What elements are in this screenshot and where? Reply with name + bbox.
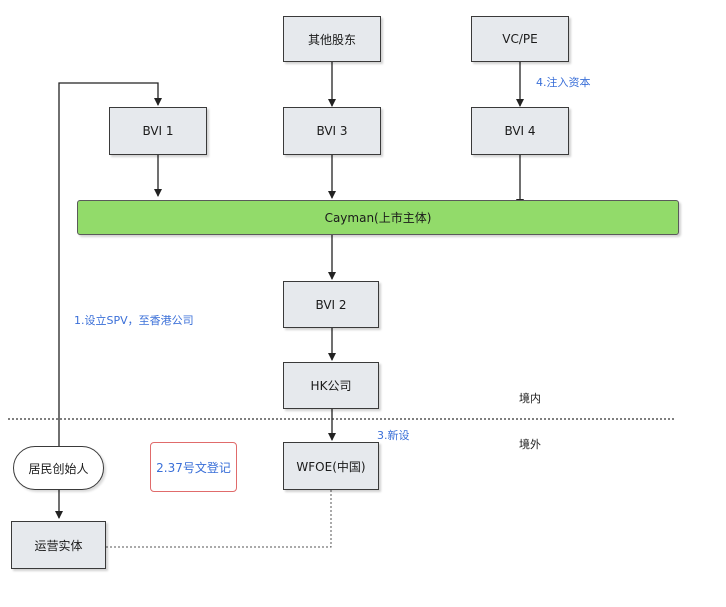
registration-note-box: 2.37号文登记 xyxy=(150,442,237,492)
node-other-shareholders: 其他股东 xyxy=(283,16,381,62)
step1-annotation: 1.设立SPV，至香港公司 xyxy=(74,314,194,327)
node-cayman: Cayman(上市主体) xyxy=(77,200,679,235)
node-label: 运营实体 xyxy=(34,538,83,553)
region-domestic-label: 境内 xyxy=(519,392,541,405)
node-label: 其他股东 xyxy=(307,32,356,47)
region-overseas-label: 境外 xyxy=(519,438,541,451)
node-hk-company: HK公司 xyxy=(283,362,379,409)
node-label: BVI 4 xyxy=(504,124,536,138)
node-label: WFOE(中国) xyxy=(296,459,366,474)
node-vc-pe: VC/PE xyxy=(471,16,569,62)
node-label: HK公司 xyxy=(310,379,352,393)
node-label: BVI 1 xyxy=(142,124,174,138)
founder-to-bvi1-arrow xyxy=(58,82,162,446)
node-wfoe: WFOE(中国) xyxy=(283,442,379,490)
node-founder: 居民创始人 xyxy=(13,446,104,490)
node-operating-entity: 运营实体 xyxy=(11,521,106,569)
node-label: VC/PE xyxy=(502,32,538,46)
registration-label: 2.37号文登记 xyxy=(156,460,231,475)
node-bvi3: BVI 3 xyxy=(283,107,381,155)
step3-annotation: 3.新设 xyxy=(377,429,410,442)
step4-annotation: 4.注入资本 xyxy=(536,76,591,89)
node-bvi2: BVI 2 xyxy=(283,281,379,328)
node-label: BVI 2 xyxy=(315,297,347,312)
node-label: 居民创始人 xyxy=(28,461,89,476)
node-bvi1: BVI 1 xyxy=(109,107,207,155)
node-label: BVI 3 xyxy=(316,124,348,138)
wfoe-operating-control-line xyxy=(106,490,332,548)
node-bvi4: BVI 4 xyxy=(471,107,569,155)
node-label: Cayman(上市主体) xyxy=(324,211,432,225)
